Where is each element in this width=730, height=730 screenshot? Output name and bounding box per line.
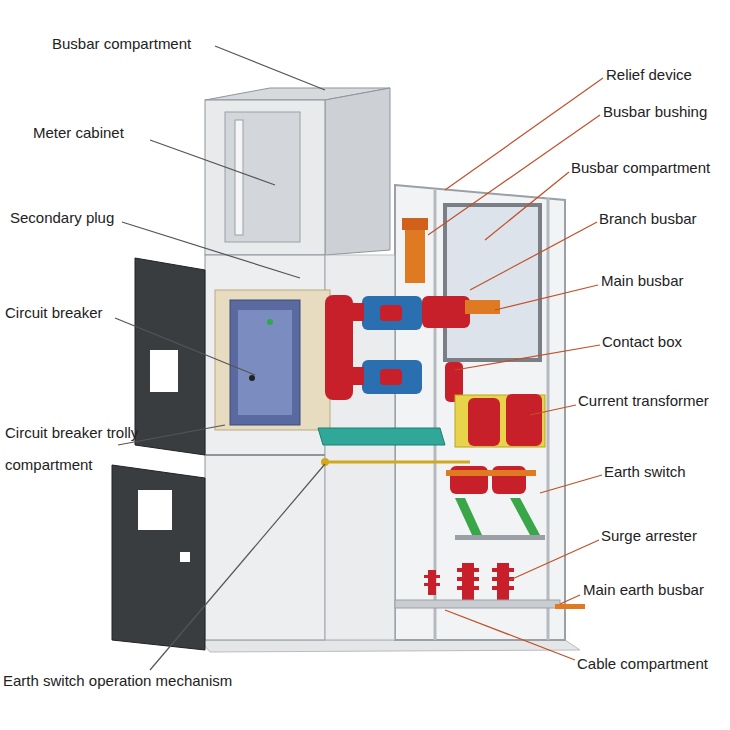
breaker-panel bbox=[238, 310, 292, 415]
compartment-divider bbox=[205, 454, 325, 456]
earth-switch-bar bbox=[446, 470, 536, 476]
current-transformer bbox=[468, 398, 500, 446]
floor-plate bbox=[200, 640, 580, 652]
circuit-breaker-body bbox=[230, 300, 300, 425]
earth-rail bbox=[395, 600, 560, 608]
part-label: Earth switch operation mechanism bbox=[3, 672, 232, 690]
bushing-core bbox=[380, 369, 402, 385]
door-lock bbox=[180, 552, 190, 562]
part-label: Circuit breaker bbox=[5, 304, 103, 322]
main-busbar bbox=[465, 300, 500, 314]
indicator bbox=[267, 319, 273, 325]
meter-cabinet bbox=[205, 100, 325, 255]
main-earth-busbar bbox=[555, 604, 585, 609]
busbar bbox=[405, 228, 425, 283]
part-label: Surge arrester bbox=[601, 527, 697, 545]
earth-switch-blade bbox=[455, 498, 482, 535]
cabinet-side bbox=[325, 88, 390, 255]
part-label: Branch busbar bbox=[599, 210, 697, 228]
bracket bbox=[455, 535, 545, 540]
leader-line bbox=[115, 46, 325, 670]
part-label: Busbar bushing bbox=[603, 103, 707, 121]
busbar-top bbox=[402, 218, 428, 230]
current-transformer bbox=[506, 394, 542, 446]
part-label: Cable compartment bbox=[577, 655, 708, 673]
operation-shaft bbox=[325, 461, 470, 464]
pole-arm bbox=[350, 367, 364, 385]
branch-busbar-bushing bbox=[422, 296, 470, 328]
upper-door bbox=[135, 258, 205, 455]
meter-rail bbox=[235, 120, 243, 235]
frame-beam bbox=[547, 198, 550, 640]
earth-switch-blade bbox=[510, 498, 540, 535]
part-label: Circuit breaker trolly compartment bbox=[5, 417, 145, 481]
indicator bbox=[249, 375, 255, 381]
breaker-frame bbox=[215, 290, 330, 430]
part-label: Relief device bbox=[606, 66, 692, 84]
bushing-core bbox=[380, 305, 402, 321]
door-window bbox=[138, 490, 172, 530]
meter-panel bbox=[225, 112, 300, 242]
part-label: Main earth busbar bbox=[583, 581, 704, 599]
trolley-plate bbox=[318, 428, 445, 445]
part-label: Busbar compartment bbox=[52, 35, 191, 53]
busbar-bushing bbox=[362, 360, 422, 394]
part-label: Current transformer bbox=[578, 392, 709, 410]
part-label: Meter cabinet bbox=[33, 124, 124, 142]
surge-arrester bbox=[424, 563, 514, 601]
busbar-bushing bbox=[362, 296, 422, 330]
ct-frame bbox=[455, 395, 545, 447]
part-label: Secondary plug bbox=[10, 209, 114, 227]
part-label: Busbar compartment bbox=[571, 159, 710, 177]
busbar-compartment-window bbox=[445, 205, 540, 360]
pole-arm bbox=[350, 303, 364, 321]
part-label: Earth switch bbox=[604, 463, 686, 481]
door-window bbox=[150, 350, 178, 392]
part-label: Contact box bbox=[602, 333, 682, 351]
breaker-pole bbox=[325, 295, 353, 400]
part-label: Main busbar bbox=[601, 272, 684, 290]
